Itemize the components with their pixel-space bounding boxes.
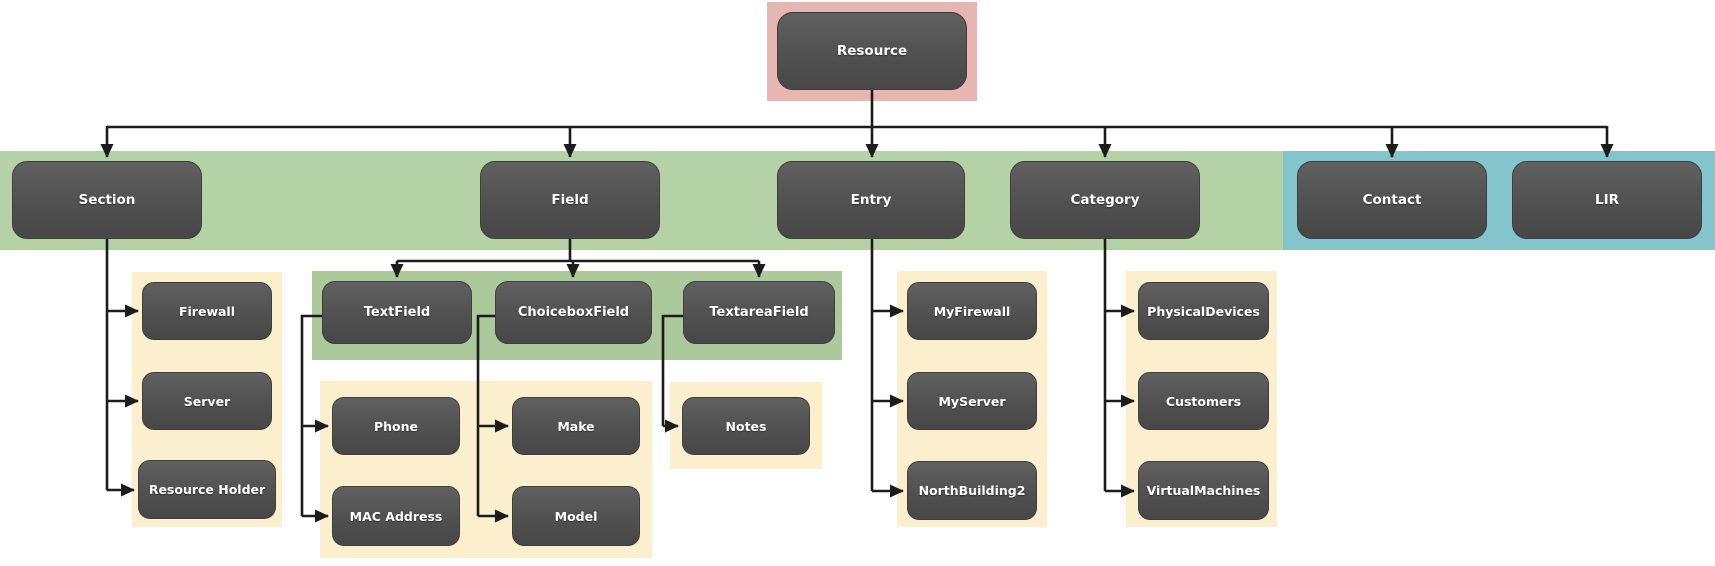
node-make: Make [512, 397, 640, 455]
node-contact: Contact [1297, 161, 1487, 239]
node-textfield: TextField [322, 281, 472, 344]
node-textareafield: TextareaField [683, 281, 835, 344]
node-virtualmachines: VirtualMachines [1138, 461, 1269, 520]
node-resource: Resource [777, 12, 967, 90]
node-phone: Phone [332, 397, 460, 455]
node-server: Server [142, 372, 272, 430]
node-customers: Customers [1138, 372, 1269, 430]
node-notes: Notes [682, 397, 810, 455]
node-model: Model [512, 486, 640, 546]
node-myfirewall: MyFirewall [907, 282, 1037, 340]
node-firewall: Firewall [142, 282, 272, 340]
node-category: Category [1010, 161, 1200, 239]
node-myserver: MyServer [907, 372, 1037, 430]
node-field: Field [480, 161, 660, 239]
node-entry: Entry [777, 161, 965, 239]
node-resource-holder: Resource Holder [138, 460, 276, 519]
node-section: Section [12, 161, 202, 239]
node-mac-address: MAC Address [332, 486, 460, 546]
node-lir: LIR [1512, 161, 1702, 239]
node-choiceboxfield: ChoiceboxField [495, 281, 652, 344]
node-physicaldevices: PhysicalDevices [1138, 282, 1269, 340]
node-northbuilding2: NorthBuilding2 [907, 461, 1037, 520]
